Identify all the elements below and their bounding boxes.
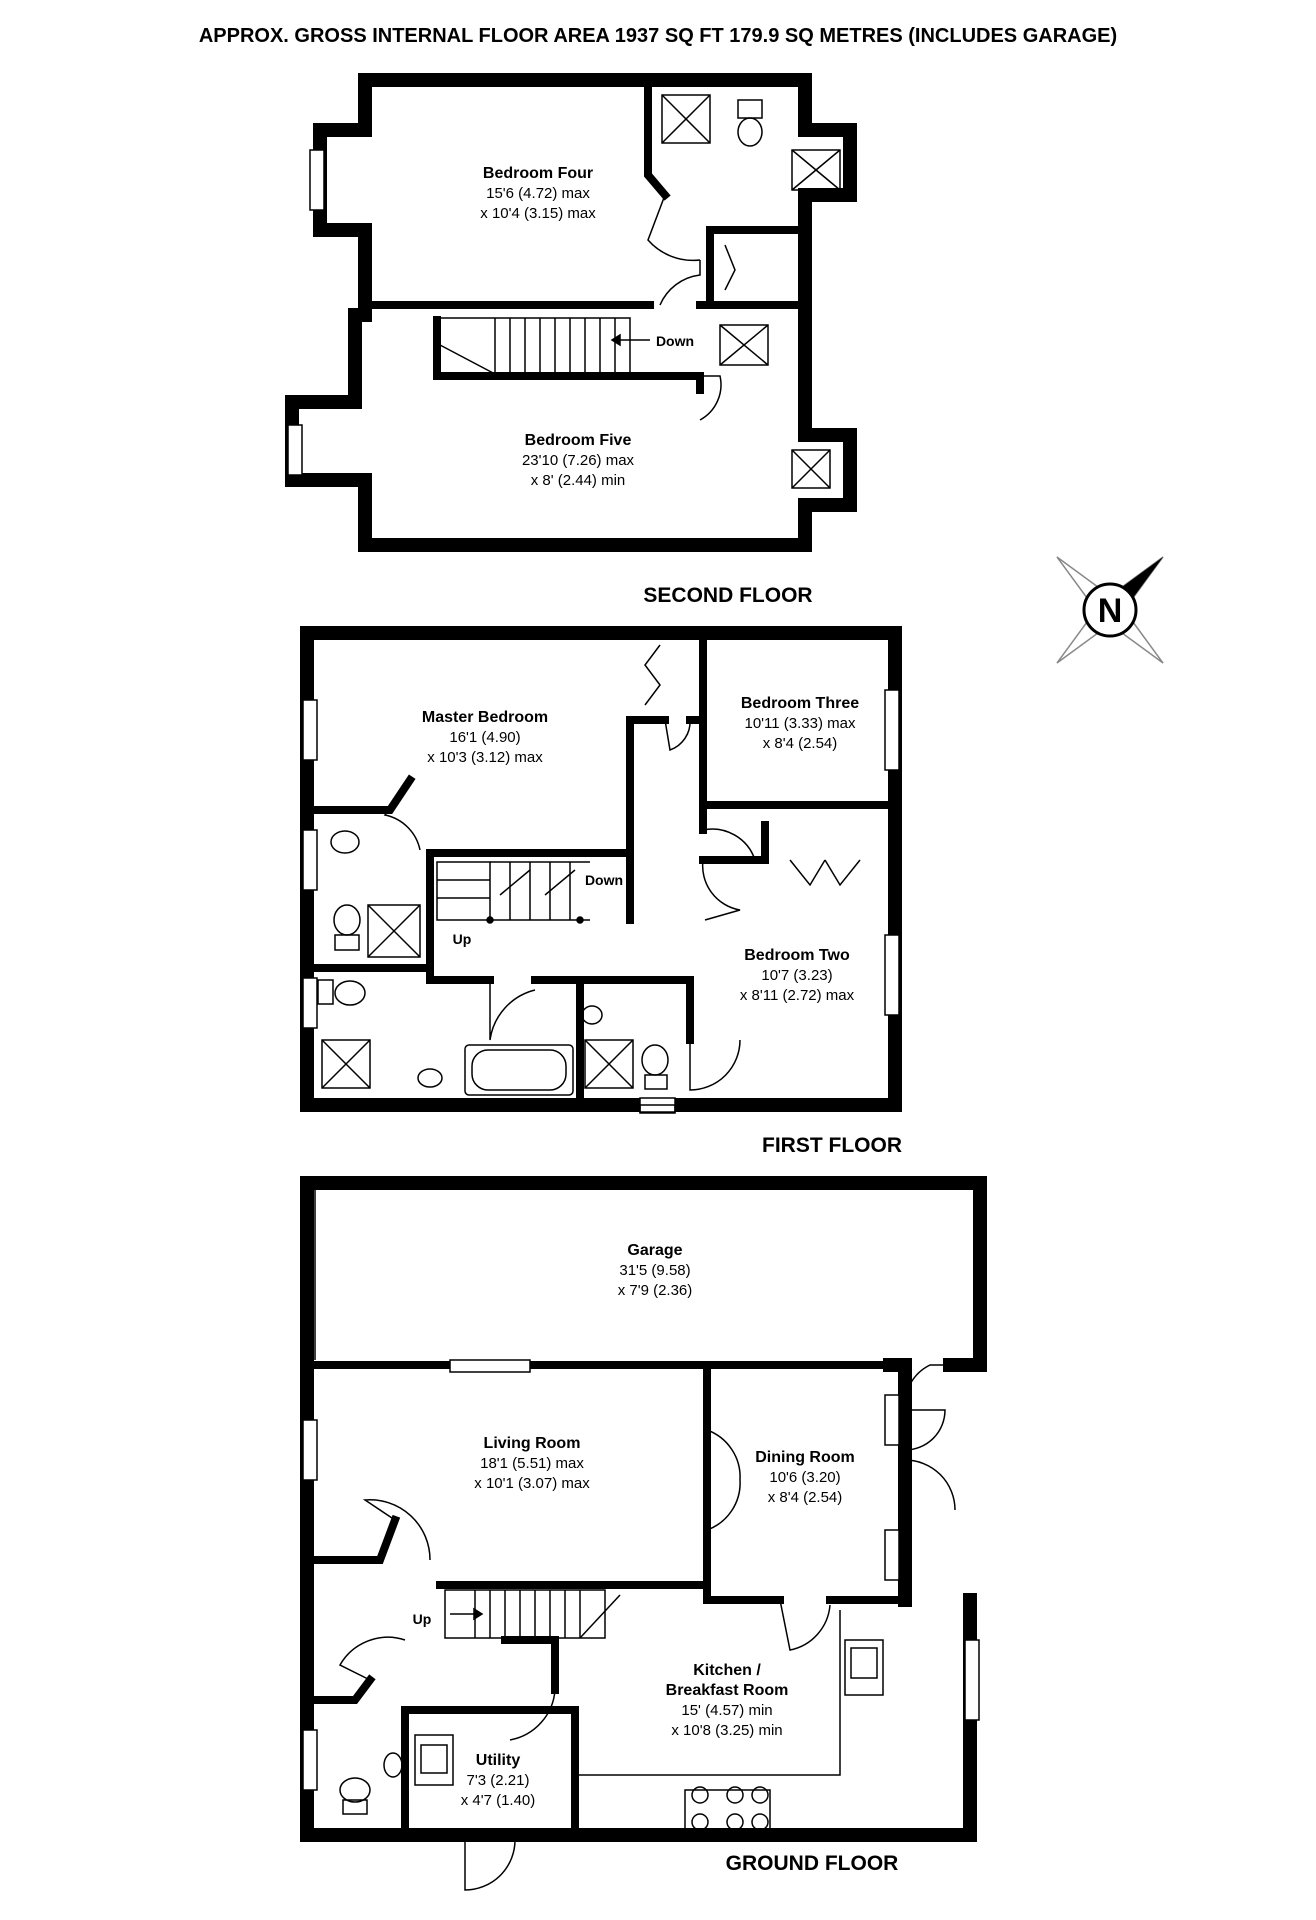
first-floor-stairs-down-label: Down bbox=[585, 872, 623, 888]
bedroom-two-dim2: x 8'11 (2.72) max bbox=[740, 987, 855, 1004]
bedroom-five-name: Bedroom Five bbox=[525, 432, 632, 449]
bedroom-two-dim1: 10'7 (3.23) bbox=[761, 967, 832, 984]
kitchen-name-line2: Breakfast Room bbox=[666, 1682, 789, 1699]
bedroom-three-name: Bedroom Three bbox=[741, 695, 859, 712]
bedroom-two-name: Bedroom Two bbox=[744, 947, 850, 964]
bedroom-four-dim1: 15'6 (4.72) max bbox=[486, 185, 590, 202]
ground-floor-plan: Garage 31'5 (9.58) x 7'9 (2.36) Living R… bbox=[300, 1176, 987, 1891]
living-room-dim2: x 10'1 (3.07) max bbox=[474, 1475, 590, 1492]
bedroom-five-dim2: x 8' (2.44) min bbox=[531, 472, 626, 489]
compass-north-letter: N bbox=[1098, 592, 1123, 630]
living-room-name: Living Room bbox=[484, 1435, 581, 1452]
floor-area-title: APPROX. GROSS INTERNAL FLOOR AREA 1937 S… bbox=[199, 25, 1117, 47]
garage-name: Garage bbox=[627, 1242, 682, 1259]
first-floor-stairs-up-label: Up bbox=[453, 931, 472, 947]
garage-dim2: x 7'9 (2.36) bbox=[618, 1282, 693, 1299]
kitchen-name-line1: Kitchen / bbox=[693, 1662, 761, 1679]
second-floor-plan: Bedroom Four 15'6 (4.72) max x 10'4 (3.1… bbox=[285, 73, 857, 607]
master-bedroom-dim2: x 10'3 (3.12) max bbox=[427, 749, 543, 766]
bedroom-four-name: Bedroom Four bbox=[483, 165, 593, 182]
utility-name: Utility bbox=[476, 1752, 521, 1769]
second-floor-stairs-down-label: Down bbox=[656, 333, 694, 349]
master-bedroom-dim1: 16'1 (4.90) bbox=[449, 729, 520, 746]
dining-room-dim1: 10'6 (3.20) bbox=[769, 1469, 840, 1486]
dining-room-name: Dining Room bbox=[755, 1449, 855, 1466]
bedroom-three-dim2: x 8'4 (2.54) bbox=[763, 735, 838, 752]
utility-dim1: 7'3 (2.21) bbox=[467, 1772, 530, 1789]
compass-icon: N bbox=[1056, 556, 1164, 664]
dining-room-dim2: x 8'4 (2.54) bbox=[768, 1489, 843, 1506]
second-floor-label: SECOND FLOOR bbox=[643, 584, 812, 607]
living-room-dim1: 18'1 (5.51) max bbox=[480, 1455, 584, 1472]
kitchen-dim2: x 10'8 (3.25) min bbox=[671, 1722, 782, 1739]
bedroom-five-dim1: 23'10 (7.26) max bbox=[522, 452, 635, 469]
bedroom-three-dim1: 10'11 (3.33) max bbox=[745, 715, 856, 732]
bedroom-four-dim2: x 10'4 (3.15) max bbox=[480, 205, 596, 222]
first-floor-label: FIRST FLOOR bbox=[762, 1134, 902, 1157]
master-bedroom-name: Master Bedroom bbox=[422, 709, 548, 726]
garage-dim1: 31'5 (9.58) bbox=[619, 1262, 690, 1279]
ground-floor-label: GROUND FLOOR bbox=[726, 1852, 899, 1875]
kitchen-dim1: 15' (4.57) min bbox=[681, 1702, 772, 1719]
ground-floor-stairs-up-label: Up bbox=[413, 1611, 432, 1627]
first-floor-plan: Master Bedroom 16'1 (4.90) x 10'3 (3.12)… bbox=[300, 626, 902, 1157]
utility-dim2: x 4'7 (1.40) bbox=[461, 1792, 536, 1809]
